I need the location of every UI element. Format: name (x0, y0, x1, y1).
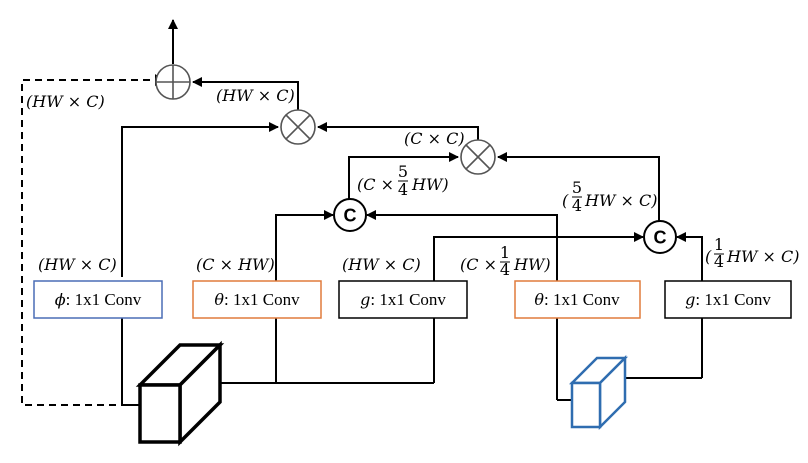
dim-label-mul: (HW × C) (216, 86, 295, 105)
g-a-label: : 1x1 Conv (370, 290, 446, 309)
dim-label-theta-b: (C × 1 4 HW) (460, 243, 551, 279)
theta-a-conv-box: θ: 1x1 Conv (192, 280, 322, 319)
dim-label-theta-a: (C × HW) (196, 255, 275, 274)
wire-concat-left-to-mul2 (348, 152, 459, 201)
concat-right-node: C (643, 220, 677, 254)
svg-text:HW): HW) (411, 175, 449, 194)
svg-text:ϕ: 1x1 Conv: ϕ: 1x1 Conv (55, 290, 142, 309)
concat-right-letter: C (654, 228, 667, 248)
add-icon (155, 64, 191, 100)
theta-b-symbol: θ (534, 290, 544, 309)
svg-text:4: 4 (714, 252, 724, 271)
wire-concat-right-to-mul2 (497, 152, 660, 221)
downsampled-feature-cube (568, 354, 629, 431)
svg-text:(C ×: (C × (460, 255, 497, 274)
wire-g-b-to-concat-right (676, 232, 703, 281)
theta-b-label: : 1x1 Conv (544, 290, 620, 309)
svg-text:1: 1 (714, 235, 724, 254)
dim-label-g-b: ( 1 4 HW × C) (705, 235, 800, 271)
concat-left-node: C (333, 198, 367, 232)
wire-theta-b-to-concat-left (366, 210, 558, 281)
g-a-symbol: g (360, 290, 370, 309)
theta-a-label: : 1x1 Conv (224, 290, 300, 309)
dim-label-phi: (HW × C) (38, 255, 117, 274)
wire-phi-to-mul (121, 122, 279, 277)
svg-text:HW × C): HW × C) (584, 191, 658, 210)
wire-theta-a-to-concat-left (275, 210, 334, 281)
svg-text:5: 5 (398, 162, 408, 181)
svg-text:θ: 1x1 Conv: θ: 1x1 Conv (214, 290, 300, 309)
svg-text:(C ×: (C × (357, 175, 394, 194)
svg-text:5: 5 (572, 178, 582, 197)
svg-text:(: ( (562, 191, 569, 210)
svg-text:1: 1 (500, 243, 510, 262)
svg-text:4: 4 (500, 260, 510, 279)
dim-label-concat-right: ( 5 4 HW × C) (562, 178, 658, 215)
dim-label-concat-left: (C × 5 4 HW) (357, 162, 449, 199)
svg-text:HW × C): HW × C) (726, 247, 800, 266)
dim-label-residual: (HW × C) (26, 92, 105, 111)
wire-g-a-to-concat-right (433, 232, 644, 281)
dim-label-g-a: (HW × C) (342, 255, 421, 274)
phi-label: : 1x1 Conv (66, 290, 142, 309)
multiply-icon (280, 109, 316, 145)
phi-symbol: ϕ (55, 290, 66, 309)
svg-text:θ: 1x1 Conv: θ: 1x1 Conv (534, 290, 620, 309)
svg-text:(: ( (705, 247, 712, 266)
g-a-conv-box: g: 1x1 Conv (338, 280, 468, 319)
g-b-label: : 1x1 Conv (695, 290, 771, 309)
residual-dashed-path (21, 79, 155, 406)
svg-text:4: 4 (398, 180, 408, 199)
svg-text:4: 4 (572, 196, 582, 215)
concat-left-letter: C (344, 206, 357, 226)
phi-conv-box: ϕ: 1x1 Conv (33, 280, 163, 319)
svg-text:HW): HW) (513, 255, 551, 274)
dim-label-mul2: (C × C) (404, 129, 465, 148)
theta-b-conv-box: θ: 1x1 Conv (514, 280, 641, 319)
g-b-symbol: g (685, 290, 695, 309)
theta-a-symbol: θ (214, 290, 224, 309)
g-b-conv-box: g: 1x1 Conv (664, 280, 792, 319)
svg-text:g: 1x1 Conv: g: 1x1 Conv (360, 290, 446, 309)
svg-text:g: 1x1 Conv: g: 1x1 Conv (685, 290, 771, 309)
multiply-icon (460, 139, 496, 175)
input-feature-cube (135, 340, 225, 447)
